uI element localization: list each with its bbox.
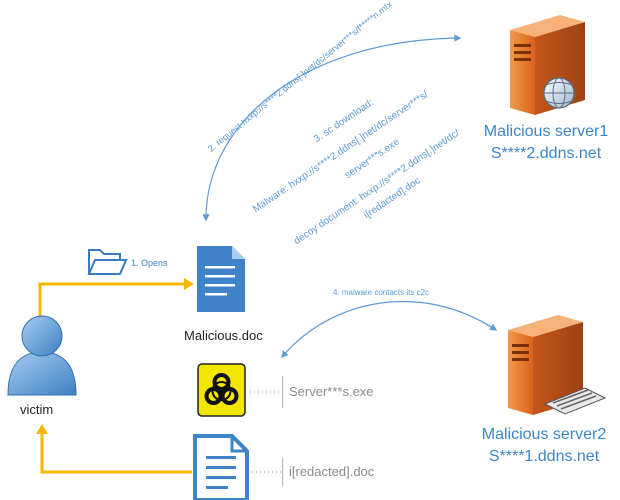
victim-icon	[7, 315, 77, 396]
server2-host: S****1.ddns.net	[488, 448, 600, 465]
malicious-doc-icon	[197, 246, 245, 312]
c2c-arrow	[281, 300, 498, 359]
decoy-doc-icon	[193, 434, 249, 500]
folder-icon	[87, 249, 128, 275]
decoy-return-arrow	[36, 424, 192, 474]
step4-label: 4. malware contacts its c2c	[333, 288, 430, 297]
request-arrow	[202, 34, 462, 222]
step1-label: 1. Opens	[131, 258, 168, 268]
server2-icon	[508, 315, 607, 415]
server1-icon	[510, 15, 585, 115]
server1-role: Malicious server1	[483, 123, 609, 140]
open-flow-arrow	[38, 278, 194, 318]
decoy-doc-label: i[redacted].doc	[289, 464, 375, 479]
server2-role: Malicious server2	[481, 426, 607, 443]
biohazard-icon	[197, 363, 246, 417]
exe-label: Server***s.exe	[289, 384, 374, 399]
malicious-doc-label: Malicious.doc	[184, 328, 263, 343]
victim-label: victim	[20, 402, 54, 417]
server1-host: S****2.ddns.net	[490, 145, 602, 162]
